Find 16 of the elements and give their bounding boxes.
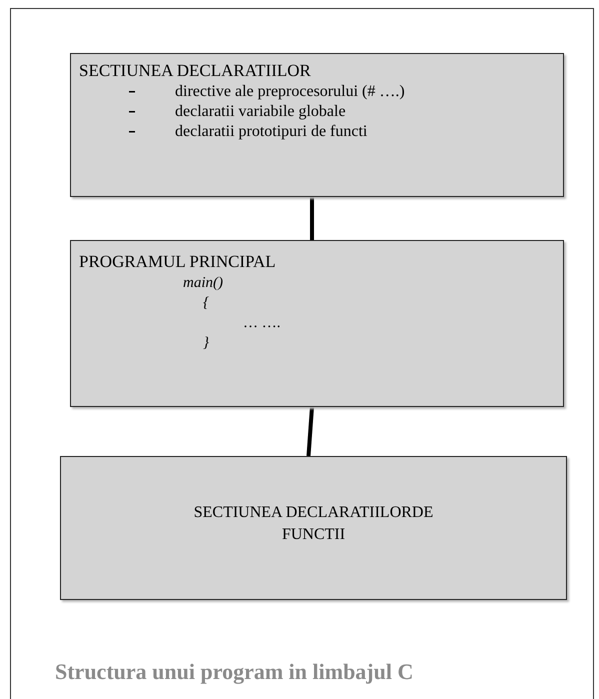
connector-line xyxy=(310,197,314,240)
code-line: { xyxy=(203,295,209,311)
code-line: … …. xyxy=(243,315,280,331)
section-heading: PROGRAMUL PRINCIPAL xyxy=(79,251,276,273)
list-item: declaratii variabile globale xyxy=(175,102,346,122)
section-box xyxy=(60,456,567,600)
code-line: main() xyxy=(183,275,223,291)
list-item: declaratii prototipuri de functi xyxy=(175,122,368,142)
connector-line xyxy=(306,406,314,456)
section-box xyxy=(70,240,564,407)
caption: Structura unui program in limbajul C xyxy=(55,658,414,686)
code-line: } xyxy=(203,335,209,351)
section-heading: SECTIUNEA DECLARATIILORDE FUNCTII xyxy=(192,503,434,545)
section-box xyxy=(70,53,564,197)
list-item: directive ale preprocesorului (# ….) xyxy=(175,82,405,102)
section-heading: SECTIUNEA DECLARATIILOR xyxy=(79,60,311,82)
